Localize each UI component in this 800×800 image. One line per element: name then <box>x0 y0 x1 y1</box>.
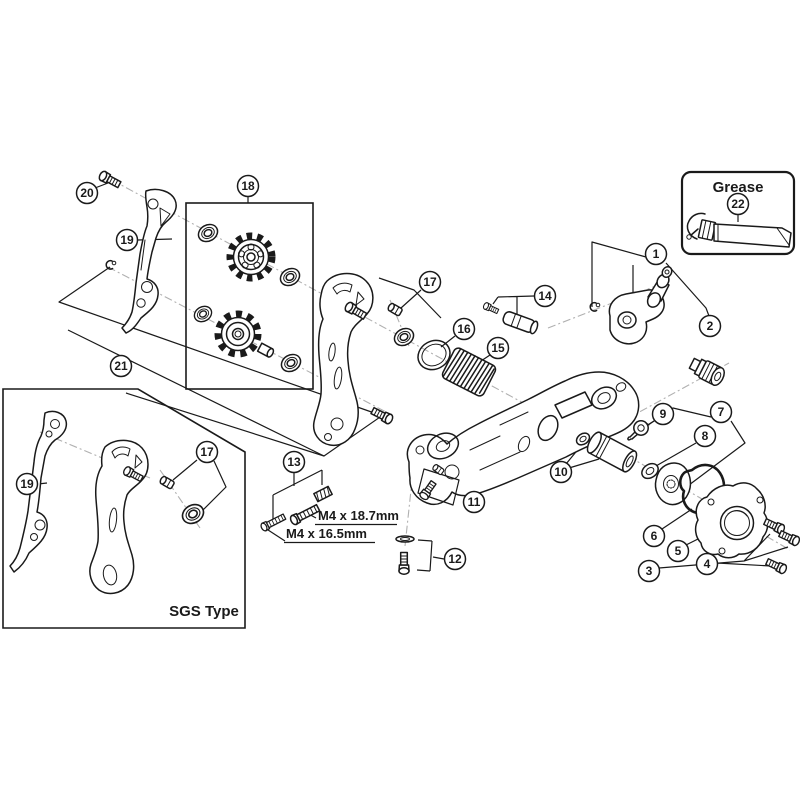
part-12-group <box>395 535 415 575</box>
callout-8: 8 <box>693 424 717 448</box>
sgs-outer-plate-narrow <box>9 410 68 573</box>
svg-text:8: 8 <box>702 429 709 443</box>
part-6-gasket <box>678 463 726 515</box>
part-13-group <box>259 485 333 533</box>
part-5-case-cover <box>694 482 769 559</box>
svg-text:20: 20 <box>80 186 94 200</box>
callout-12: 12 <box>443 547 467 571</box>
callout-5: 5 <box>666 539 690 563</box>
svg-text:14: 14 <box>538 289 552 303</box>
callout-3: 3 <box>637 559 661 583</box>
svg-text:5: 5 <box>675 544 682 558</box>
svg-text:7: 7 <box>718 405 725 419</box>
svg-text:13: 13 <box>287 455 301 469</box>
upper-pulley <box>226 232 276 282</box>
pulley-bushing <box>256 342 275 358</box>
callout-4: 4 <box>695 552 719 576</box>
callout-7: 7 <box>709 400 733 424</box>
part-9-keyed-washer <box>627 420 650 441</box>
dimension-labels: M4 x 18.7mm M4 x 16.5mm <box>284 508 399 544</box>
part-11-group <box>417 463 460 506</box>
callout-19: 19 <box>115 228 139 252</box>
svg-text:10: 10 <box>554 465 568 479</box>
parts-3-4-screws <box>762 516 800 576</box>
svg-text:2: 2 <box>707 319 714 333</box>
part-16-ring <box>417 339 451 371</box>
part-8-washer-cam <box>641 462 692 506</box>
callout-6: 6 <box>642 524 666 548</box>
part-15-cage-spring <box>441 347 497 397</box>
part-14-cable-bolt-unit <box>481 301 539 335</box>
svg-text:1: 1 <box>653 247 660 261</box>
svg-text:9: 9 <box>660 407 667 421</box>
svg-text:17: 17 <box>423 275 437 289</box>
callout-10: 10 <box>549 460 573 484</box>
svg-text:19: 19 <box>20 477 34 491</box>
callout-9: 9 <box>651 402 675 426</box>
svg-text:11: 11 <box>468 495 481 509</box>
sgs-type-box: SGS Type <box>2 388 246 629</box>
callout-19: 19 <box>15 472 39 496</box>
svg-text:3: 3 <box>646 564 653 578</box>
c-clip-left <box>105 259 117 270</box>
part-19-outer-plate <box>121 188 177 334</box>
inner-cage-plate <box>312 272 374 447</box>
svg-text:12: 12 <box>448 552 462 566</box>
leader-lines <box>37 182 789 572</box>
svg-text:18: 18 <box>241 179 255 193</box>
callout-15: 15 <box>486 336 510 360</box>
sgs-pin-dust-cap <box>178 500 208 528</box>
callout-17: 17 <box>195 440 219 464</box>
callout-1: 1 <box>644 242 668 266</box>
svg-text:6: 6 <box>651 529 658 543</box>
callout-13: 13 <box>282 450 306 474</box>
derailleur-main-body <box>406 371 640 506</box>
callout-17: 17 <box>418 270 442 294</box>
part-10-roller-clutch <box>575 431 638 473</box>
svg-text:15: 15 <box>491 341 505 355</box>
callout-11: 11 <box>462 490 486 514</box>
grease-tube <box>686 212 792 248</box>
sgs-stopper-pin <box>158 474 176 490</box>
sgs-type-label: SGS Type <box>169 603 239 620</box>
stopper-pin-dust-cap <box>390 324 418 350</box>
svg-text:19: 19 <box>120 233 134 247</box>
sgs-outer-plate-wide <box>89 439 149 595</box>
callout-16: 16 <box>452 317 476 341</box>
svg-text:17: 17 <box>200 445 214 459</box>
dim-label-18-7: M4 x 18.7mm <box>318 508 399 523</box>
grease-box: Grease <box>680 170 796 256</box>
callout-14: 14 <box>533 284 557 308</box>
lower-pulley <box>214 310 262 358</box>
cage-stopper-pin <box>386 301 404 317</box>
callout-18: 18 <box>236 174 260 198</box>
part-2-stopper-plug <box>688 357 725 387</box>
svg-text:21: 21 <box>114 359 128 373</box>
callout-2: 2 <box>698 314 722 338</box>
callout-22: 22 <box>726 192 750 216</box>
grease-label: Grease <box>713 179 764 196</box>
callout-21: 21 <box>109 354 133 378</box>
dim-label-16-5: M4 x 16.5mm <box>286 526 367 541</box>
svg-text:16: 16 <box>457 322 471 336</box>
callout-20: 20 <box>75 181 99 205</box>
svg-text:22: 22 <box>731 197 745 211</box>
part-1-bracket-axle-unit <box>589 265 673 345</box>
part-20-plate-screw <box>97 169 123 190</box>
part-18-pulley-set-box <box>185 202 314 390</box>
svg-text:4: 4 <box>704 557 711 571</box>
